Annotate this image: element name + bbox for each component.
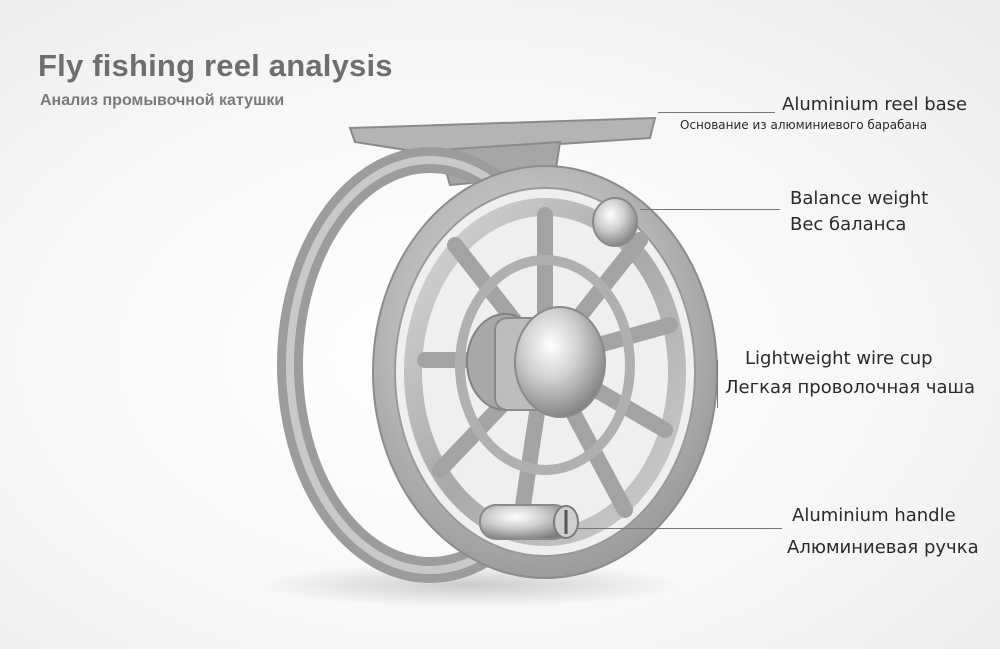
- callout-reel-base-en: Aluminium reel base: [782, 94, 968, 115]
- reel-spoke-ring: [455, 255, 635, 475]
- page-title: Fly fishing reel analysis: [38, 48, 393, 83]
- page-subtitle: Анализ промывочной катушки: [40, 92, 285, 109]
- reel-handle: [479, 504, 579, 540]
- callout-wire-cup-ru: Легкая проволочная чаша: [725, 377, 976, 398]
- callout-line-wire-cup: [717, 360, 718, 408]
- callout-line-reel-base: [658, 112, 775, 113]
- callout-balance-weight-en: Balance weight: [790, 188, 929, 209]
- callout-reel-base-ru: Основание из алюминиевого барабана: [680, 118, 928, 132]
- callout-line-handle: [578, 528, 782, 529]
- callout-handle-ru: Алюминиевая ручка: [787, 537, 979, 558]
- callout-wire-cup-en: Lightweight wire cup: [745, 348, 933, 369]
- reel-hub: [466, 306, 606, 418]
- callout-line-balance-weight: [640, 209, 780, 210]
- callout-balance-weight-ru: Вес баланса: [790, 214, 907, 235]
- callout-handle-en: Aluminium handle: [792, 505, 956, 526]
- balance-weight: [592, 197, 638, 247]
